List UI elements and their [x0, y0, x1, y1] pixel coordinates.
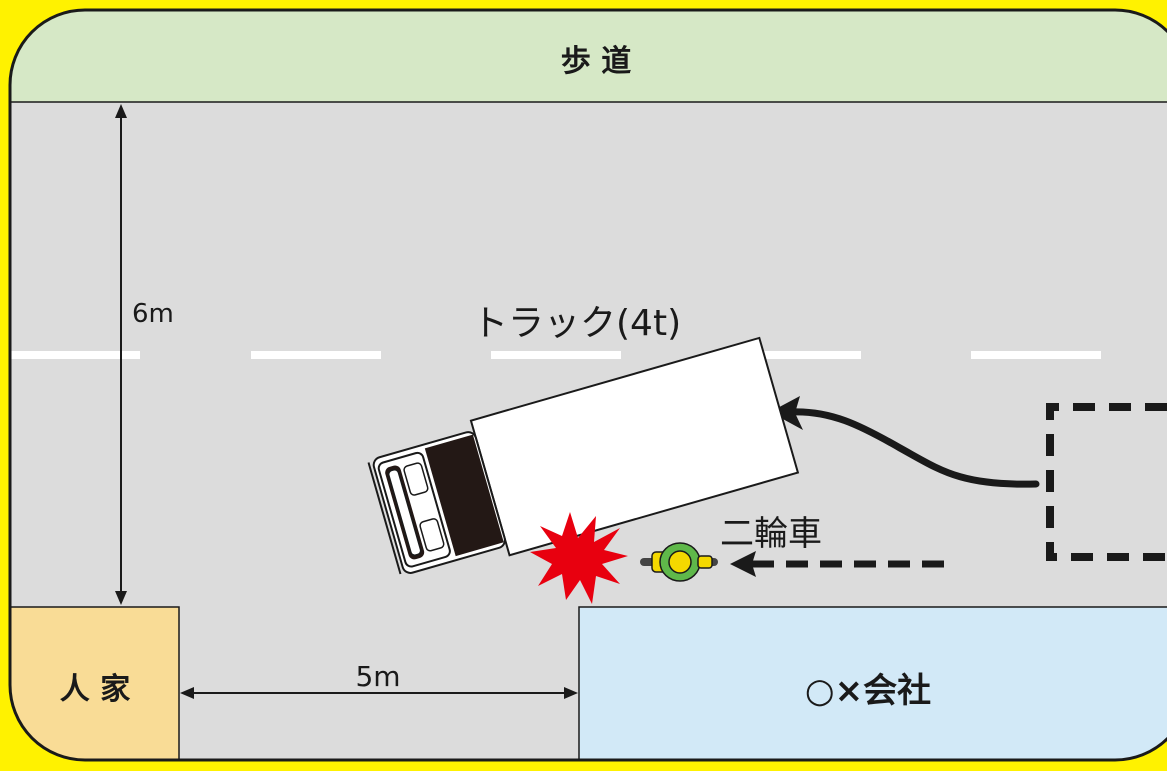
- company-block: [578, 606, 1167, 760]
- road-width-dimension: [115, 104, 127, 605]
- path-arrow-icon: [770, 396, 803, 430]
- road-width-label: 6m: [132, 299, 174, 329]
- motorcycle-icon: [640, 542, 718, 582]
- company-label: ○×会社: [805, 671, 931, 711]
- sidewalk-label: 歩 道: [561, 44, 631, 79]
- lane-marking: [10, 351, 1101, 359]
- motorcycle-label: 二輪車: [720, 514, 822, 554]
- truck-label: トラック(4t): [472, 303, 681, 344]
- gap-label: 5m: [355, 660, 400, 693]
- parking-space: [1046, 403, 1167, 561]
- house-label: 人 家: [60, 672, 130, 707]
- motorcycle-path-arrow: [730, 551, 946, 577]
- truck: [367, 336, 800, 575]
- collision-burst-icon: [530, 512, 628, 604]
- gap-dimension: [180, 687, 578, 699]
- sidewalk: [10, 10, 1167, 102]
- truck-path-arrow: [770, 396, 1040, 488]
- truck-icon: [367, 431, 506, 575]
- house-block: [10, 606, 180, 760]
- frame-border: [8, 8, 1167, 762]
